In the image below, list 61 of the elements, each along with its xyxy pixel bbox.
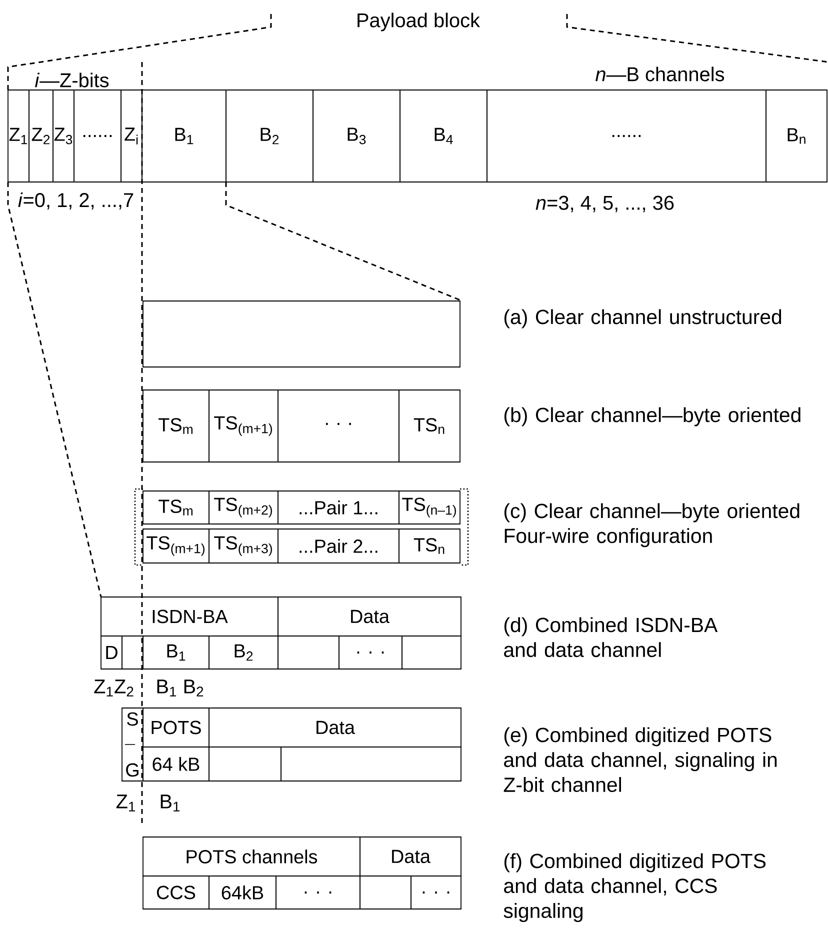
frame-cell [402, 636, 462, 670]
caption-text: (b) Clear channel—byte oriented [504, 407, 800, 426]
frame-cell [360, 876, 412, 910]
frame-cell: B$_{3}$ [312, 90, 400, 182]
frame-cell: Z$_{3}$ [52, 90, 74, 182]
field-label: n—B channels [596, 66, 724, 82]
range-label: n=3, 4, 5, ..., 36 [536, 196, 674, 212]
frame-cell: POTS channels [142, 836, 360, 876]
frame-cell [208, 746, 282, 782]
frame-cell: B$_{1}$ [142, 636, 210, 670]
field-label: i—Z-bits [35, 72, 109, 88]
bit-label: B$_{1}$ B$_{2}$ [157, 680, 204, 696]
frame-cell: TS$_{(m+3)}$ [208, 528, 278, 564]
frame-cell: . . . [338, 636, 402, 670]
frame-cell: Data [278, 596, 462, 636]
frame-cell: TS$_{n}$ [398, 390, 460, 462]
frame-cell: Z$_{i}$ [120, 90, 142, 182]
frame-cell: 64 kB [142, 746, 210, 782]
frame-cell: · · · [278, 390, 400, 462]
frame-cell: . . . [276, 876, 360, 910]
caption-text: (c) Clear channel—byte oriented Four-wire configuration [504, 503, 800, 548]
frame-cell: ...Pair 1... [278, 490, 400, 524]
frame-cell: TS$_{(m+2)}$ [208, 490, 278, 524]
frame-cell: Z$_{1}$ [8, 90, 30, 182]
frame-cell: TS$_{n}$ [398, 528, 460, 564]
frame-cell [122, 636, 144, 670]
frame-cell: TS$_{(m+1)}$ [208, 390, 278, 462]
frame-cell: POTS [142, 708, 210, 748]
caption-text: (f) Combined digitized POTS and data channel, CCS signaling [504, 853, 766, 922]
frame-cell [278, 636, 340, 670]
frame-cell: ...... [486, 90, 766, 182]
frame-cell: Z$_{2}$ [28, 90, 54, 182]
frame-cell: CCS [142, 876, 210, 910]
frame-cell: S G [122, 708, 144, 782]
bit-label: B$_{1}$ [160, 794, 180, 812]
caption-text: (e) Combined digitized POTS and data channel, signaling in Z-bit channel [504, 727, 777, 792]
frame-cell [280, 746, 462, 782]
frame-cell: . . . [410, 876, 462, 910]
frame-cell: ...Pair 2... [278, 528, 400, 564]
frame-cell: B$_{n}$ [766, 90, 828, 182]
frame-cell: B$_{4}$ [400, 90, 488, 182]
frame-cell: Data [208, 708, 462, 748]
frame-cell: Data [360, 836, 462, 876]
frame-cell: TS$_{m}$ [142, 390, 210, 462]
frame-cell: B$_{2}$ [226, 90, 314, 182]
frame-cell [142, 300, 460, 368]
frame-cell: D [100, 636, 122, 670]
bit-label: Z$_{1}$ [116, 794, 136, 812]
frame-cell: ...... [74, 90, 122, 182]
frame-cell: B$_{2}$ [208, 636, 278, 670]
frame-cell: 64kB [208, 876, 276, 910]
caption-text: (a) Clear channel unstructured [504, 309, 782, 328]
bit-label: Z$_{1}$Z$_{2}$ [94, 680, 134, 696]
frame-cell: B$_{1}$ [142, 90, 226, 182]
frame-cell: TS$_{m}$ [142, 490, 210, 524]
frame-cell: TS$_{(m+1)}$ [142, 528, 210, 564]
caption-text: (d) Combined ISDN-BA and data channel [504, 617, 718, 658]
heading-label: Payload block [358, 12, 480, 32]
frame-cell: TS$_{(n–1)}$ [398, 490, 460, 524]
range-label: i=0, 1, 2, ...,7 [18, 192, 134, 210]
frame-cell: ISDN-BA [100, 596, 278, 636]
